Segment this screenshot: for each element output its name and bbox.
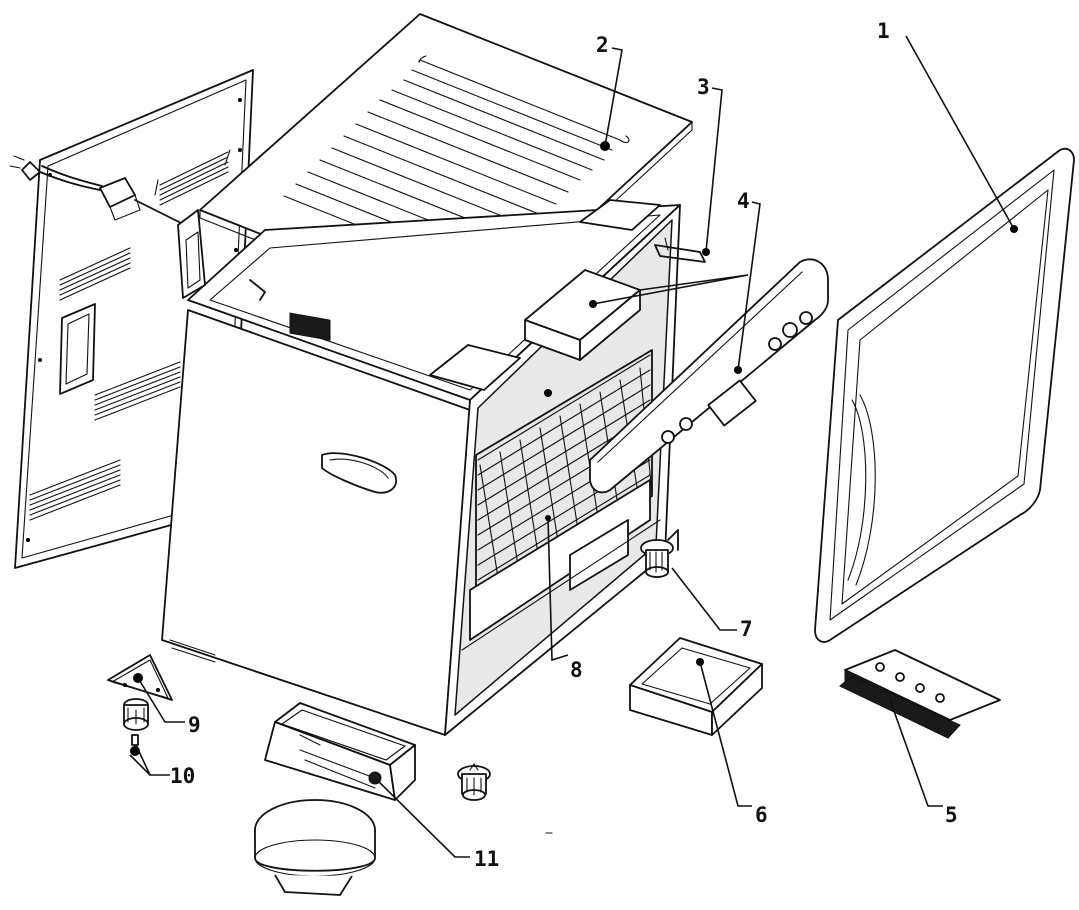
fan-unit: [254, 702, 416, 896]
back-panel-vents-lower: [29, 361, 181, 521]
callout-3: 3: [697, 75, 710, 99]
callout-8: 8: [570, 658, 583, 682]
power-cord: [9, 155, 186, 226]
top-panel-ribs: [283, 55, 630, 277]
corner-bracket: [107, 654, 173, 701]
callout-9: 9: [188, 713, 201, 737]
spare-foot: [457, 763, 491, 801]
back-panel-handle: [59, 303, 96, 395]
control-board: [839, 649, 1001, 739]
callout-10: 10: [170, 764, 195, 788]
callout-5: 5: [945, 803, 958, 827]
leveling-foot: [640, 529, 679, 578]
callout-6: 6: [755, 803, 768, 827]
callout-4: 4: [737, 189, 750, 213]
rear-bracket: [177, 209, 331, 341]
control-panel-strip: [589, 258, 829, 494]
callout-7: 7: [740, 617, 753, 641]
control-box: [524, 269, 641, 361]
callout-1: 1: [877, 19, 890, 43]
callout-11: 11: [474, 847, 499, 871]
door: [814, 147, 1075, 643]
leader-lines: [129, 35, 1015, 858]
drip-tray: [629, 637, 763, 736]
lower-drawer-slot: [461, 479, 661, 651]
back-panel-vents-upper: [59, 149, 231, 301]
callout-2: 2: [596, 33, 609, 57]
callout-numbers: 1 2 3 4 5 6 7 8 9 10 11: [170, 19, 958, 871]
foot-screw: [123, 698, 149, 756]
